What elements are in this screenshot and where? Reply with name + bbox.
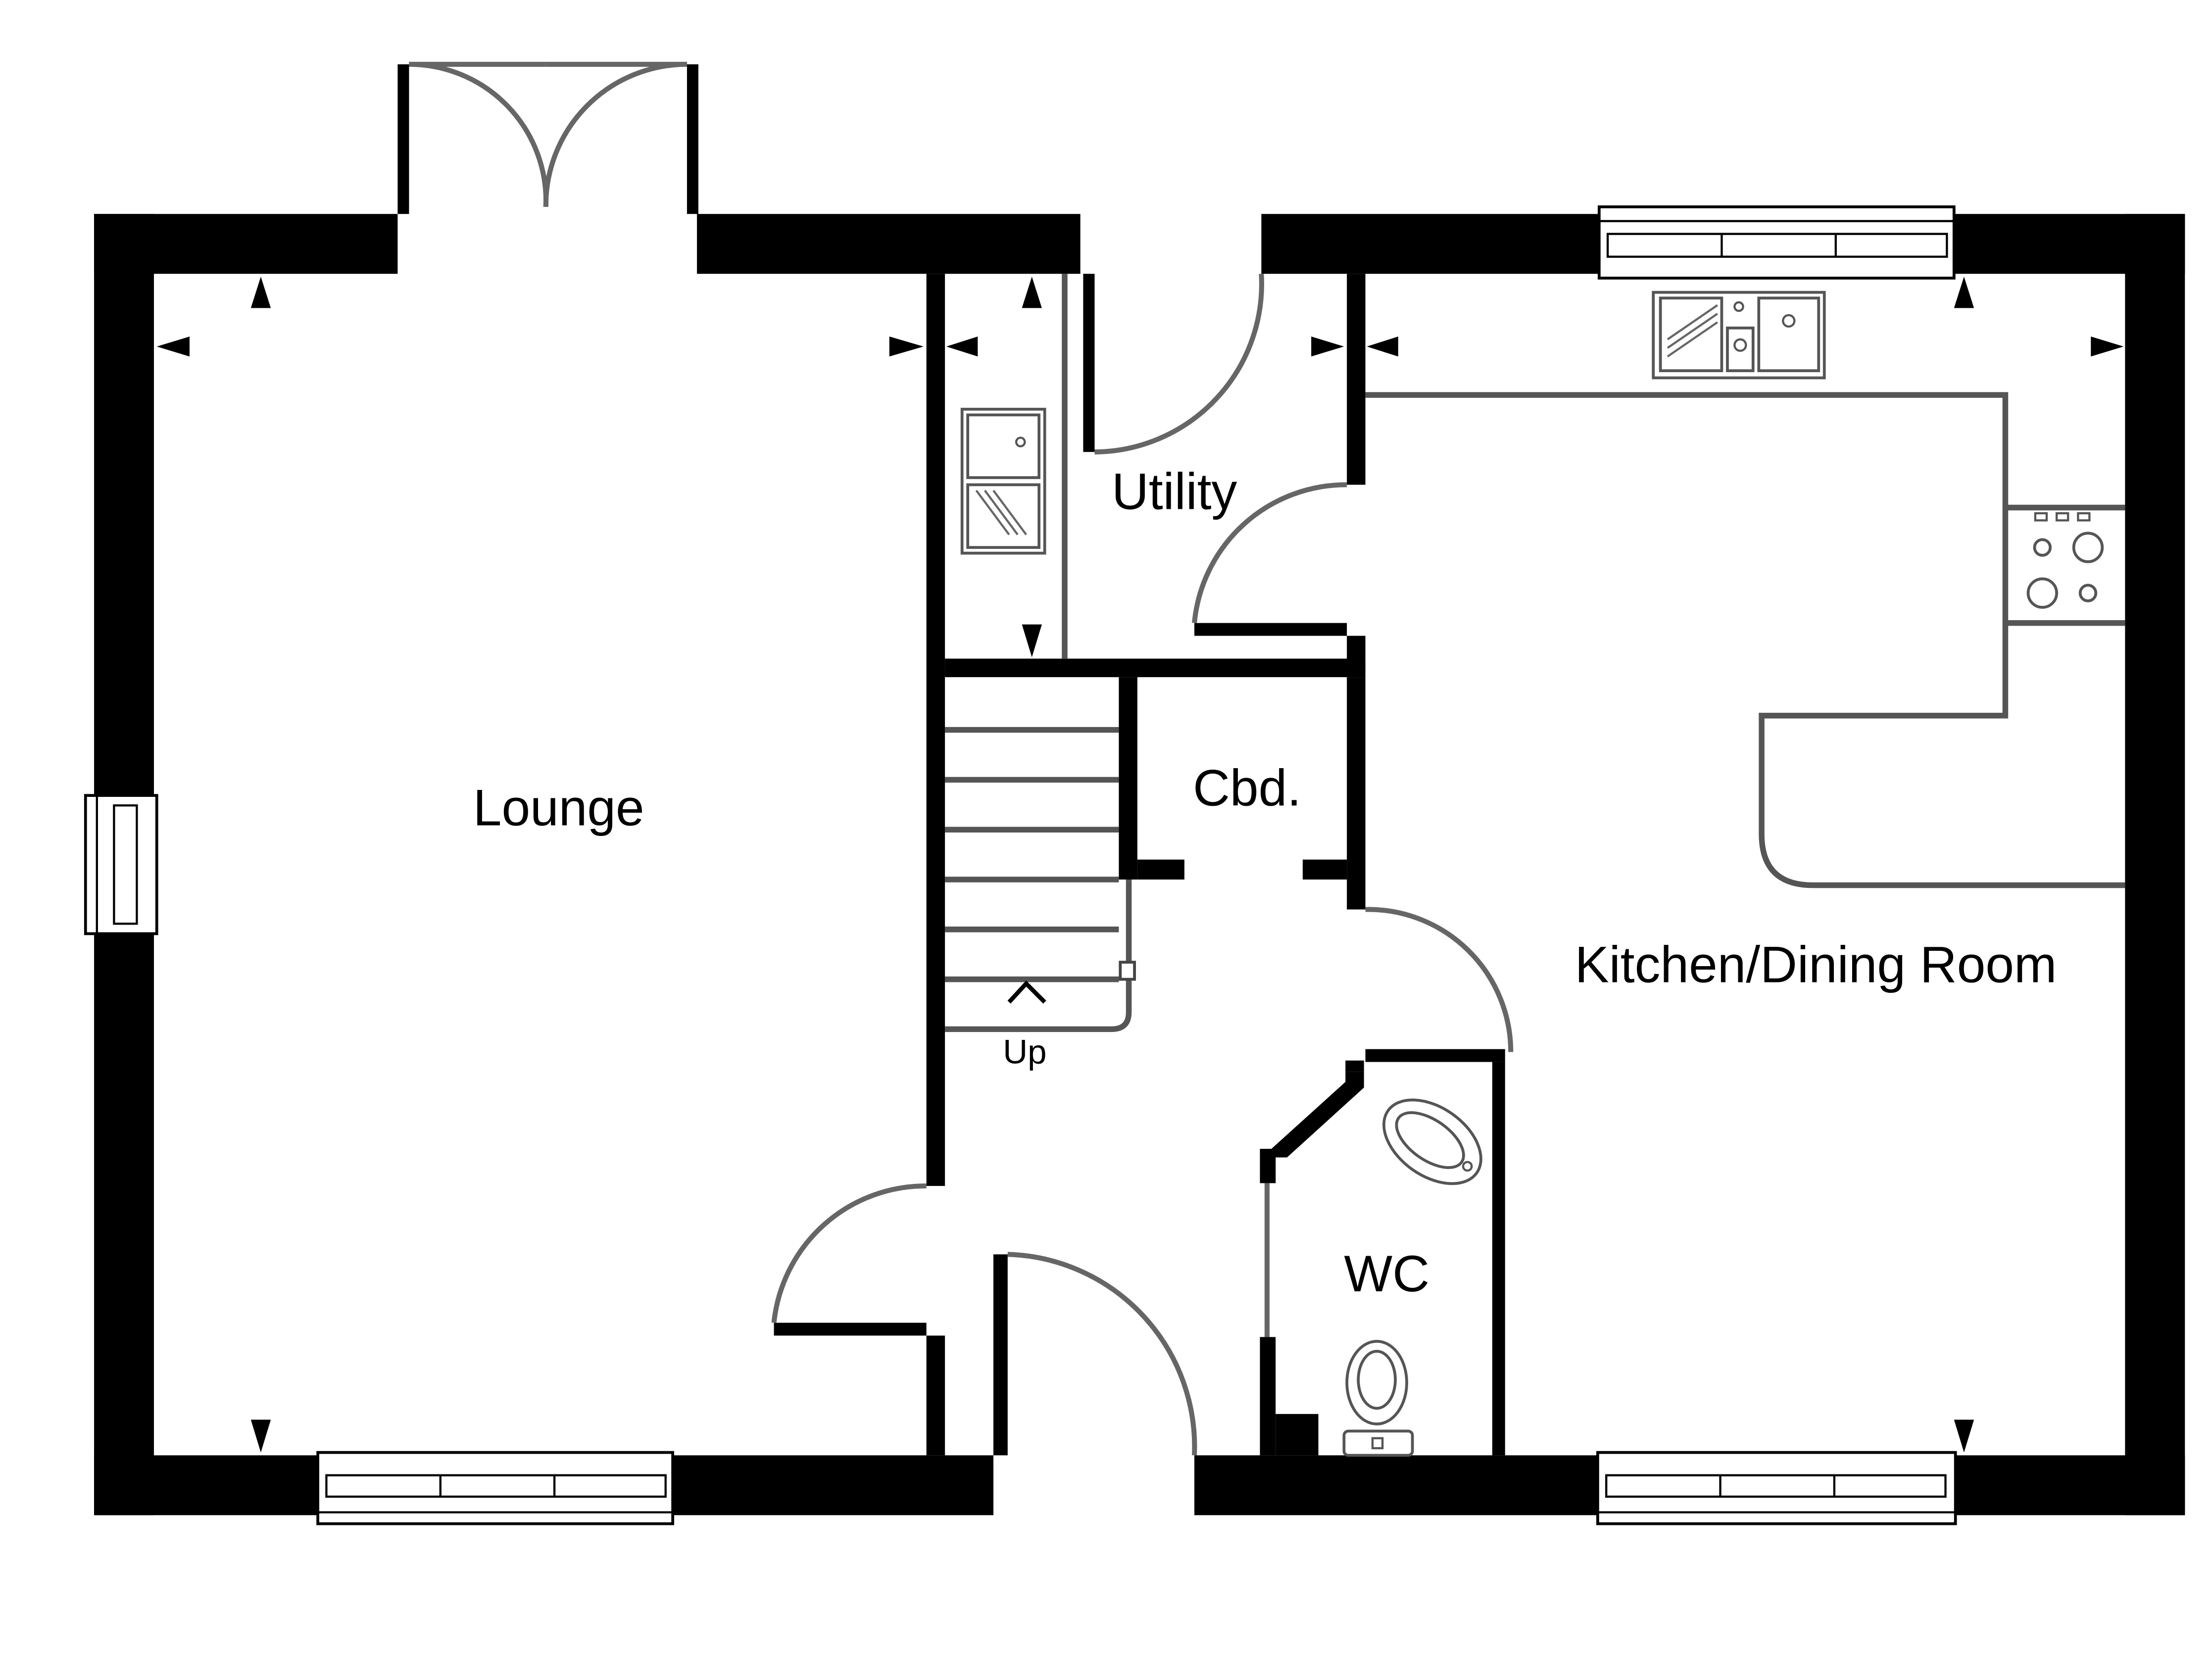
door-swings xyxy=(409,61,1514,1456)
wc-label: WC xyxy=(1344,1245,1429,1302)
exterior-walls xyxy=(94,214,2185,1516)
kitchen-dining-label: Kitchen/Dining Room xyxy=(1575,935,2057,993)
window-lounge-side xyxy=(84,794,158,935)
staircase xyxy=(945,727,1136,1032)
window-lounge-bottom xyxy=(316,1451,675,1525)
interior-walls xyxy=(397,64,1505,1456)
up-arrow-icon xyxy=(1007,980,1046,1004)
utility-label: Utility xyxy=(1112,462,1237,520)
utility-sink xyxy=(960,407,1046,555)
window-kitchen-bottom xyxy=(1596,1451,1957,1525)
utility-worktop xyxy=(960,274,1068,659)
hob-icon xyxy=(2026,512,2104,609)
dimension-arrows xyxy=(156,276,2124,1453)
kitchen-sink xyxy=(1652,291,1826,380)
kitchen-worktop xyxy=(1365,392,2125,888)
stairs-up-label: Up xyxy=(1003,1032,1046,1071)
cupboard-label: Cbd. xyxy=(1193,759,1301,816)
wash-basin-icon xyxy=(1382,1098,1482,1185)
window-kitchen-top xyxy=(1597,205,1956,280)
lounge-label: Lounge xyxy=(473,779,644,836)
toilet-icon xyxy=(1342,1340,1414,1457)
